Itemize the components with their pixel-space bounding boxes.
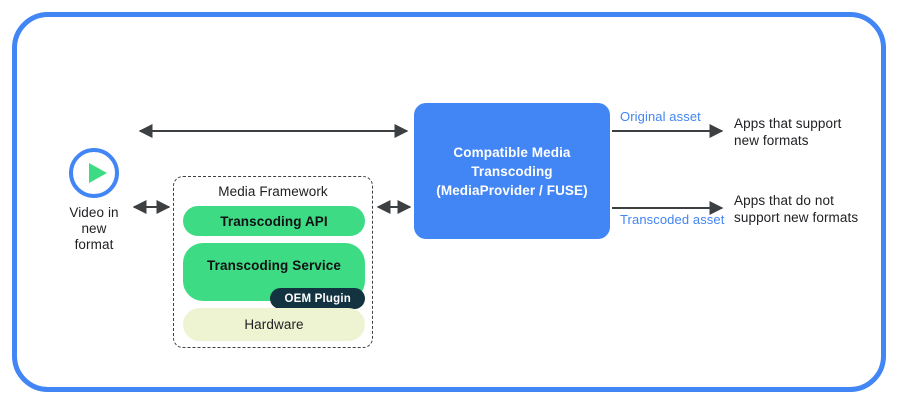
edge-label-original-asset: Original asset [620,109,701,124]
endpoint-apps-supporting-new-formats: Apps that support new formats [734,115,842,149]
play-triangle-icon [89,163,107,183]
diagram-outer-frame [12,12,886,392]
layer-transcoding-api-label: Transcoding API [220,213,328,229]
compatible-media-transcoding-box: Compatible Media Transcoding (MediaProvi… [414,103,610,239]
cmt-label-line-1: Compatible Media [453,144,571,160]
layer-hardware-label: Hardware [244,317,304,332]
endpoint-nonsupporting-line-2: support new formats [734,210,859,225]
media-framework-title: Media Framework [218,184,328,199]
cmt-label-line-3: (MediaProvider / FUSE) [436,182,588,198]
video-source-node: Video in new format [48,148,140,253]
video-source-caption-line-2: new [81,221,107,236]
oem-plugin-badge-label: OEM Plugin [284,292,351,305]
media-framework-layer-stack: Transcoding API Transcoding Service OEM … [183,206,365,341]
video-source-caption-line-3: format [74,237,114,252]
endpoint-supporting-line-1: Apps that support [734,116,842,131]
video-source-caption: Video in new format [48,205,140,253]
endpoint-supporting-line-2: new formats [734,133,809,148]
edge-label-transcoded-asset: Transcoded asset [620,212,725,227]
oem-plugin-badge: OEM Plugin [270,288,365,309]
layer-transcoding-api: Transcoding API [183,206,365,236]
endpoint-apps-not-supporting-new-formats: Apps that do not support new formats [734,192,858,226]
cmt-label-line-2: Transcoding [471,163,553,179]
play-circle-icon [69,148,119,198]
media-framework-group: Media Framework Transcoding API Transcod… [173,176,373,348]
video-source-caption-line-1: Video in [69,205,119,220]
endpoint-nonsupporting-line-1: Apps that do not [734,193,834,208]
compatible-media-transcoding-label: Compatible Media Transcoding (MediaProvi… [430,143,593,200]
layer-hardware: Hardware [183,308,365,341]
layer-transcoding-service-label: Transcoding Service [207,258,341,273]
layer-transcoding-service: Transcoding Service OEM Plugin [183,243,365,309]
